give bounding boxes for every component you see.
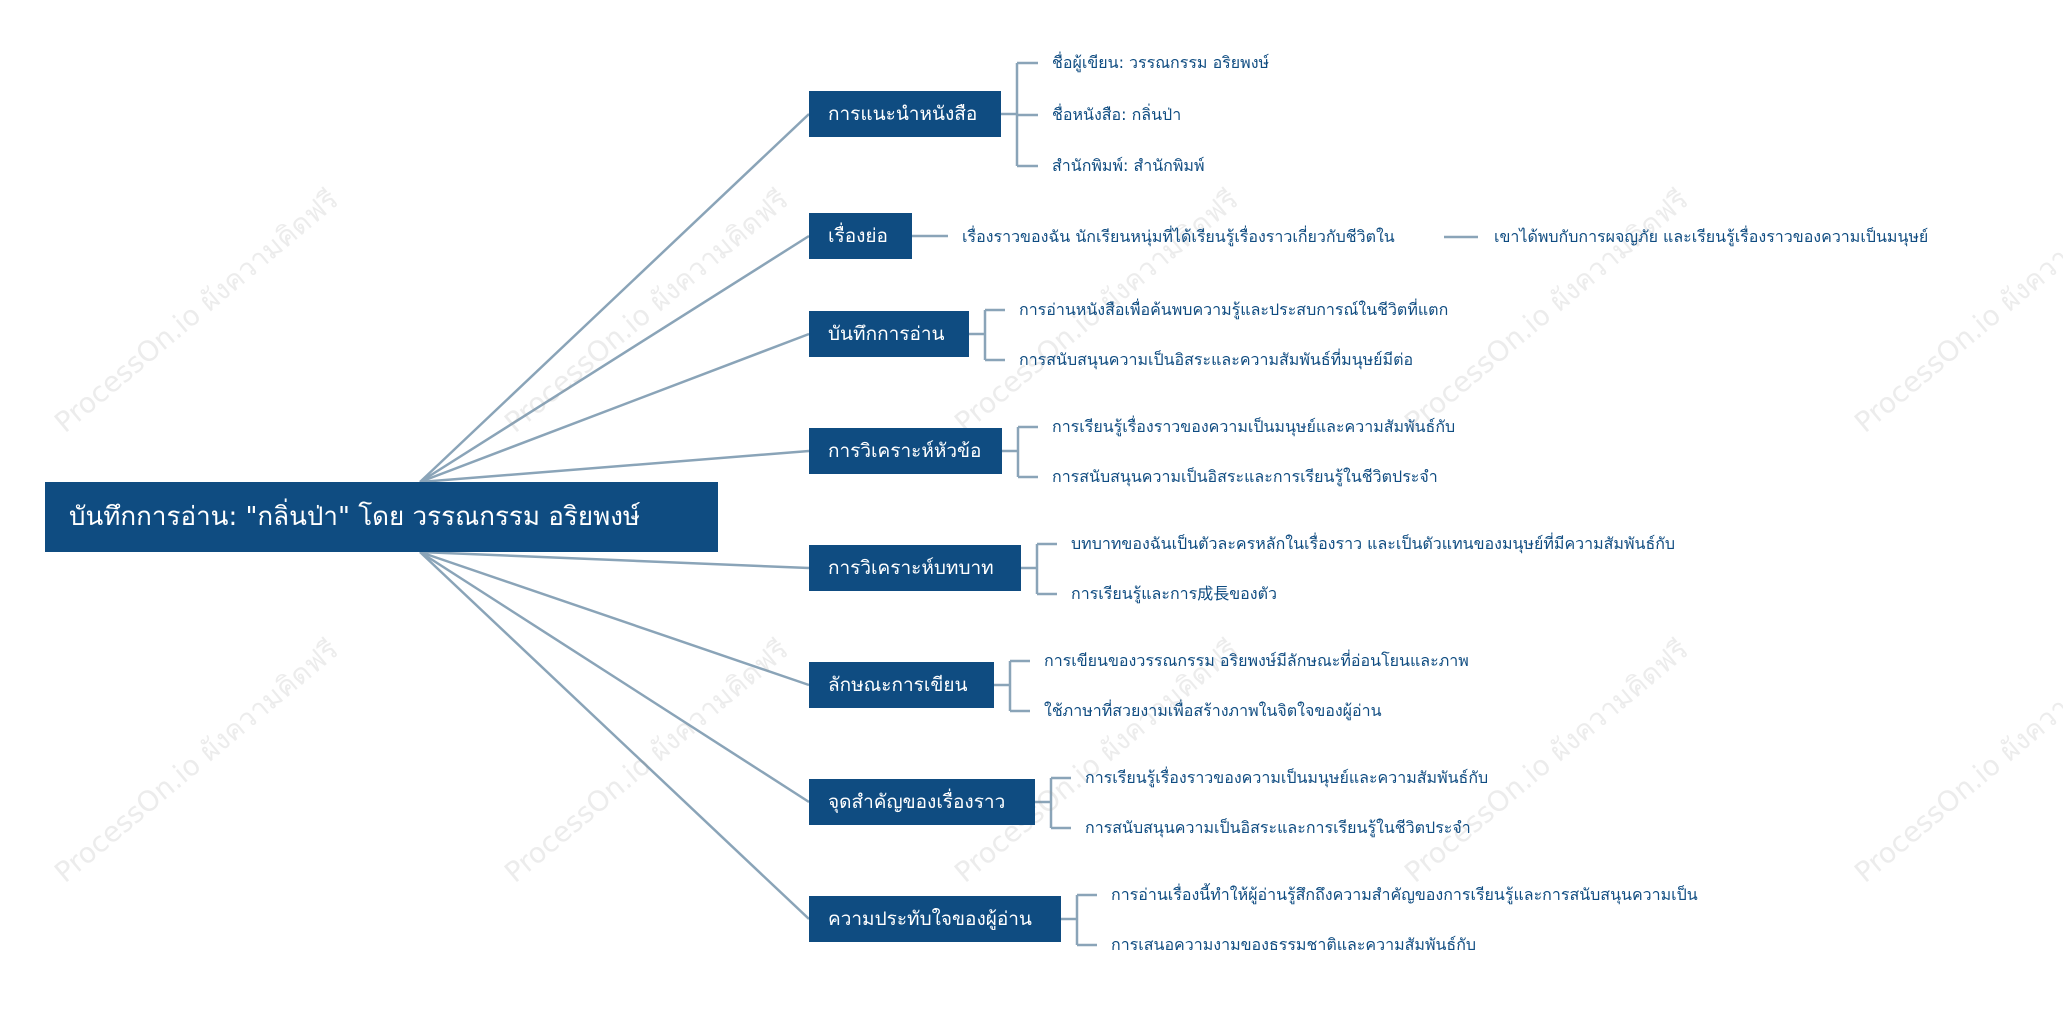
leaf-node[interactable]: การสนับสนุนความเป็นอิสระและความสัมพันธ์ท… xyxy=(1019,350,1414,369)
leaf-node[interactable]: เรื่องราวของฉัน นักเรียนหนุ่มที่ได้เรียน… xyxy=(962,227,1395,246)
root-branch-connector xyxy=(419,550,810,687)
root-branch-connector xyxy=(419,550,810,570)
leaf-node[interactable]: การสนับสนุนความเป็นอิสระและการเรียนรู้ใน… xyxy=(1085,818,1471,837)
leaf-node[interactable]: การอ่านหนังสือเพื่อค้นพบความรู้และประสบก… xyxy=(1019,300,1449,319)
root-branch-connector xyxy=(419,551,810,920)
root-branch-connector xyxy=(419,449,810,484)
branch-node[interactable]: การแนะนำหนังสือ xyxy=(809,91,1001,137)
root-branch-connector xyxy=(419,332,810,484)
leaf-node[interactable]: การอ่านเรื่องนี้ทำให้ผู้อ่านรู้สึกถึงควา… xyxy=(1111,885,1698,904)
branch-node[interactable]: ลักษณะการเขียน xyxy=(809,662,994,708)
leaf-node[interactable]: ชื่อหนังสือ: กลิ่นป่า xyxy=(1052,105,1182,124)
leaf-node[interactable]: ใช้ภาษาที่สวยงามเพื่อสร้างภาพในจิตใจของผ… xyxy=(1044,701,1382,720)
leaf-node[interactable]: ชื่อผู้เขียน: วรรณกรรม อริยพงษ์ xyxy=(1052,53,1270,72)
branch-node[interactable]: ความประทับใจของผู้อ่าน xyxy=(809,896,1061,942)
branch-node[interactable]: การวิเคราะห์บทบาท xyxy=(809,545,1021,591)
sub-leaf-node[interactable]: เขาได้พบกับการผจญภัย และเรียนรู้เรื่องรา… xyxy=(1494,227,1929,246)
leaf-node[interactable]: การสนับสนุนความเป็นอิสระและการเรียนรู้ใน… xyxy=(1052,467,1438,486)
leaf-node[interactable]: การเรียนรู้และการ成長ของตัว xyxy=(1071,584,1277,603)
leaf-node[interactable]: สำนักพิมพ์: สำนักพิมพ์ xyxy=(1052,156,1205,175)
branch-node[interactable]: บันทึกการอ่าน xyxy=(809,311,969,357)
leaf-node[interactable]: การเขียนของวรรณกรรม อริยพงษ์มีลักษณะที่อ… xyxy=(1044,651,1469,670)
root-topic[interactable]: บันทึกการอ่าน: "กลิ่นป่า" โดย วรรณกรรม อ… xyxy=(45,482,718,552)
leaf-node[interactable]: การเรียนรู้เรื่องราวของความเป็นมนุษย์และ… xyxy=(1052,417,1456,436)
branch-node[interactable]: เรื่องย่อ xyxy=(809,213,912,259)
leaf-node[interactable]: การเสนอความงามของธรรมชาติและความสัมพันธ์… xyxy=(1111,935,1477,954)
leaf-node[interactable]: บทบาทของฉันเป็นตัวละครหลักในเรื่องราว แล… xyxy=(1071,534,1676,553)
root-branch-connector xyxy=(419,234,810,484)
root-branch-connector xyxy=(419,113,810,483)
leaf-node[interactable]: การเรียนรู้เรื่องราวของความเป็นมนุษย์และ… xyxy=(1085,768,1489,787)
branch-node[interactable]: การวิเคราะห์หัวข้อ xyxy=(809,428,1002,474)
root-branch-connector xyxy=(419,550,810,804)
branch-node[interactable]: จุดสำคัญของเรื่องราว xyxy=(809,779,1035,825)
